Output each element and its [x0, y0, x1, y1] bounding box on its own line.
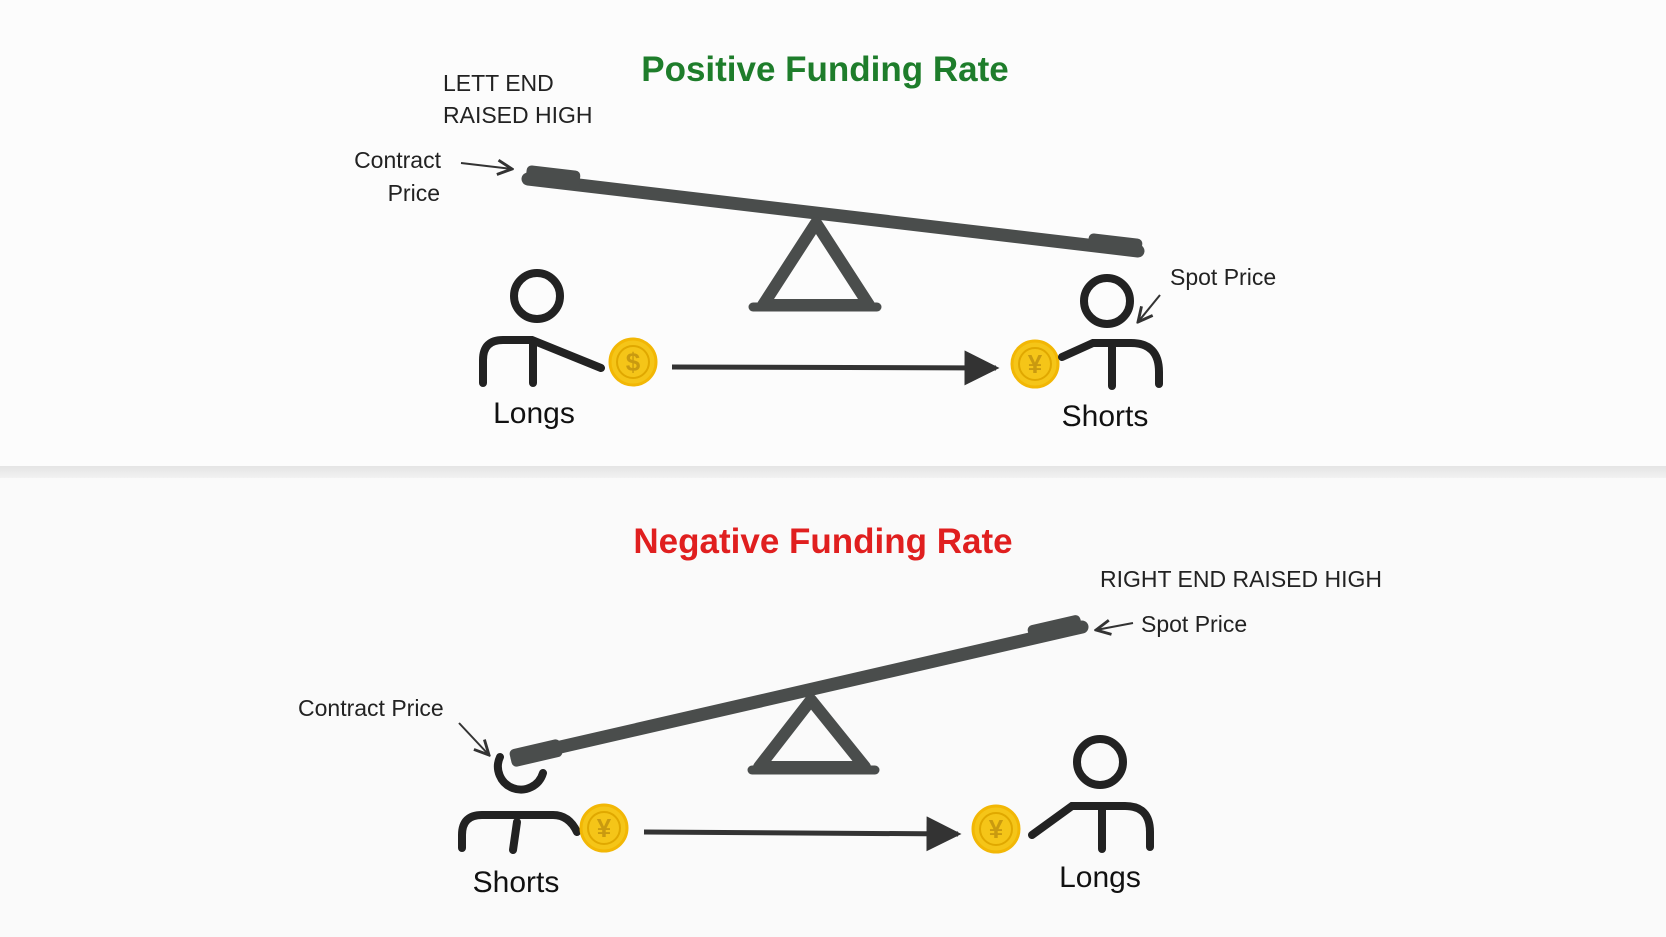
seesaw-negative — [509, 615, 1089, 775]
spot-price-pointer-top — [1138, 294, 1161, 322]
shorts-figure-bottom — [458, 753, 581, 854]
shorts-label-bottom: Shorts — [473, 866, 560, 899]
beam-end-cap-right — [1087, 233, 1143, 257]
seesaw-positive — [521, 165, 1145, 312]
coin-top-left: $ — [608, 337, 658, 387]
shorts-figure-top — [1058, 274, 1163, 390]
longs-torso-bottom — [1028, 802, 1154, 851]
beam-end-cap-bottom-left — [509, 739, 563, 767]
negative-funding-panel — [0, 478, 1666, 937]
contract-price-label-bottom: Contract Price — [298, 695, 444, 721]
coin-top-left-symbol: $ — [626, 347, 641, 377]
shorts-head-bottom — [493, 753, 547, 794]
contract-price-pointer — [460, 163, 512, 169]
longs-label-top: Longs — [493, 397, 575, 430]
seesaw-beam — [521, 172, 1145, 258]
contract-price-label-line1: Contract — [354, 147, 442, 173]
longs-figure-top — [479, 269, 605, 387]
beam-end-cap-bottom-right — [1027, 615, 1083, 643]
coin-bottom-right: ¥ — [971, 804, 1021, 854]
spot-price-label-bottom: Spot Price — [1141, 611, 1247, 637]
coin-bottom-left: ¥ — [579, 803, 629, 853]
coin-bottom-left-symbol: ¥ — [597, 813, 612, 843]
left-end-note-line2: RAISED HIGH — [443, 102, 593, 128]
shorts-torso-bottom — [458, 811, 581, 852]
coin-top-right-symbol: ¥ — [1028, 349, 1043, 379]
contract-price-label-line2: Price — [388, 180, 440, 206]
spot-price-pointer-bottom — [1096, 623, 1134, 630]
longs-torso — [479, 336, 605, 387]
positive-title: Positive Funding Rate — [641, 50, 1009, 89]
shorts-label-top: Shorts — [1062, 400, 1149, 433]
payment-arrow-top — [671, 350, 1000, 386]
negative-title: Negative Funding Rate — [633, 522, 1012, 561]
shorts-leg-bottom — [509, 818, 521, 854]
longs-head-bottom — [1073, 735, 1127, 789]
coin-bottom-right-symbol: ¥ — [989, 814, 1004, 844]
positive-funding-panel — [0, 0, 1666, 466]
coin-top-right: ¥ — [1010, 339, 1060, 389]
right-end-note: RIGHT END RAISED HIGH — [1100, 566, 1382, 592]
spot-price-label-top: Spot Price — [1170, 264, 1276, 290]
longs-label-bottom: Longs — [1059, 861, 1141, 894]
longs-figure-bottom — [1028, 735, 1154, 853]
left-end-note-line1: LETT END — [443, 70, 554, 96]
seesaw-beam-bottom — [510, 620, 1089, 764]
beam-end-cap-left — [525, 165, 581, 189]
seesaw-fulcrum — [757, 217, 875, 311]
contract-price-pointer-bottom — [458, 722, 489, 755]
shorts-torso — [1058, 339, 1163, 388]
seesaw-fulcrum-bottom — [753, 694, 871, 773]
longs-head — [510, 269, 564, 323]
payment-arrow-bottom — [643, 816, 962, 852]
shorts-head — [1080, 274, 1134, 328]
panel-divider — [0, 466, 1666, 478]
